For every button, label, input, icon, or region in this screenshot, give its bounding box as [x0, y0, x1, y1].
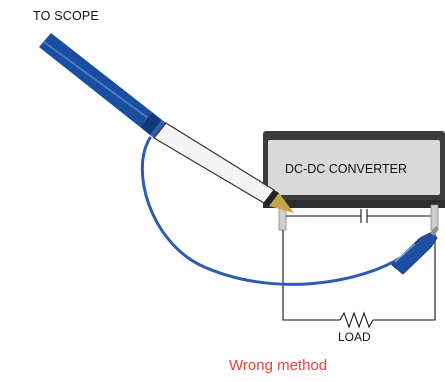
output-pins — [278, 204, 439, 231]
dc-dc-converter — [263, 131, 445, 208]
load-circuit — [282, 230, 436, 329]
to-scope-label: TO SCOPE — [33, 9, 99, 23]
load-label: LOAD — [338, 330, 371, 344]
right-output-pin — [430, 204, 439, 231]
probe-barrel — [153, 122, 275, 204]
caption: Wrong method — [229, 357, 328, 374]
scope-probe — [39, 33, 294, 213]
resistor-zigzag — [339, 311, 374, 329]
alligator-clip — [391, 226, 439, 275]
capacitor — [286, 209, 431, 223]
probe-collar — [140, 112, 162, 135]
probe-tip — [269, 193, 294, 213]
ground-lead-wire — [140, 136, 407, 286]
converter-label: DC-DC CONVERTER — [285, 162, 407, 176]
converter-base — [263, 200, 445, 208]
converter-face — [268, 140, 440, 195]
